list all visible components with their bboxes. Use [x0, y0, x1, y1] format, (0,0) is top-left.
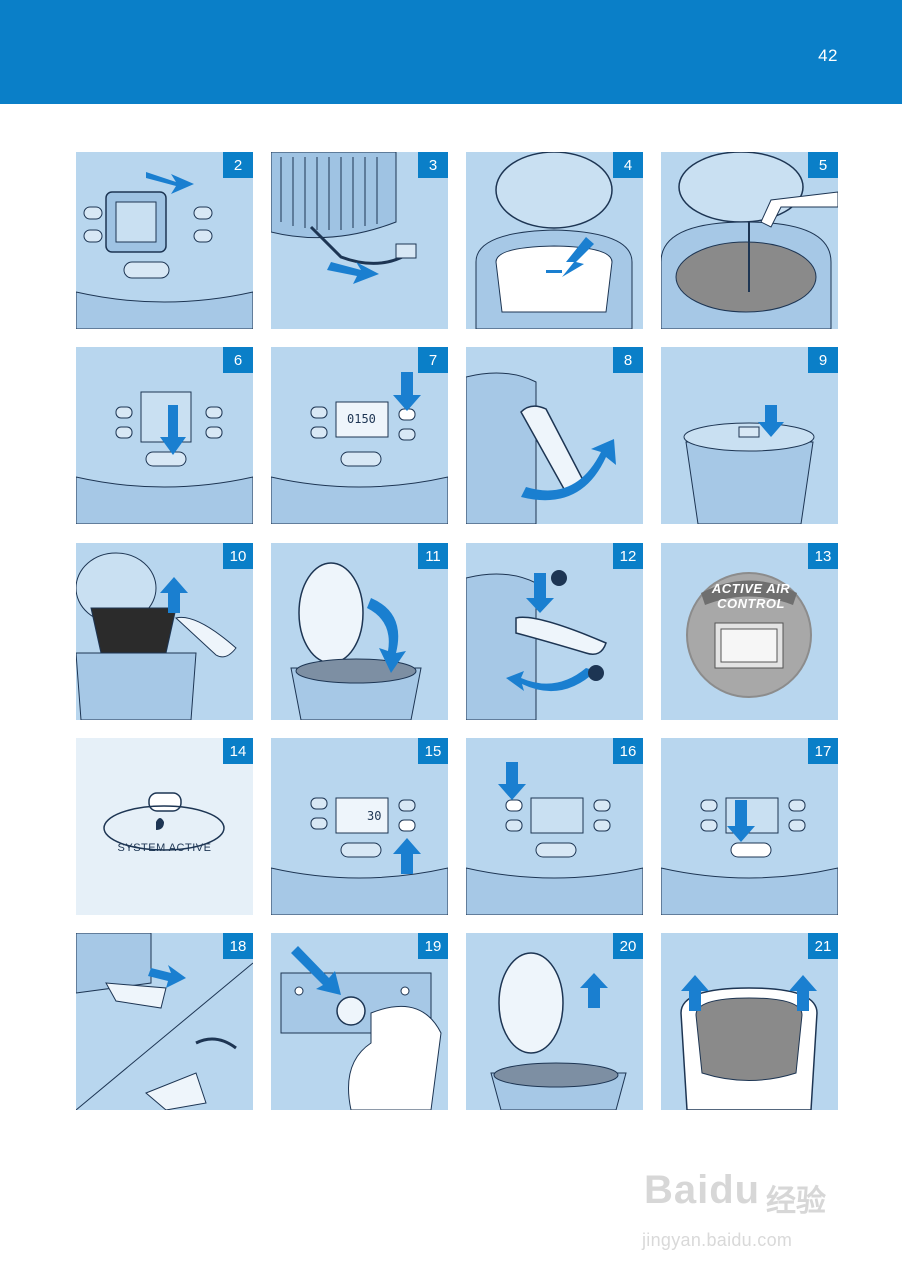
step-number: 20 — [613, 933, 643, 959]
step-number: 10 — [223, 543, 253, 569]
step-number: 8 — [613, 347, 643, 373]
page-header: 42 — [0, 0, 902, 104]
watermark-chinese: 经验 — [766, 1185, 826, 1218]
control-panel-illustration — [271, 738, 448, 915]
step-panel-21: 21 — [661, 933, 838, 1110]
step-panel-6: 6 — [76, 347, 253, 524]
step-panel-8: 8 — [466, 347, 643, 524]
handle-press-illustration — [466, 543, 643, 720]
step-panel-20: 20 — [466, 933, 643, 1110]
step-number: 14 — [223, 738, 253, 764]
control-panel-illustration — [271, 347, 448, 524]
step-panel-11: 11 — [271, 543, 448, 720]
badge-text: ACTIVE AIR CONTROL — [711, 581, 791, 611]
step-number: 19 — [418, 933, 448, 959]
step-panel-5: 5 — [661, 152, 838, 329]
step-number: 11 — [418, 543, 448, 569]
step-panel-9: 9 — [661, 347, 838, 524]
step-panel-16: 16 — [466, 738, 643, 915]
handle-lift-illustration — [466, 347, 643, 524]
control-panel-illustration — [661, 738, 838, 915]
reset-button-illustration — [271, 933, 448, 1110]
step-panel-10: 10 — [76, 543, 253, 720]
step-number: 5 — [808, 152, 838, 178]
control-panel-illustration — [466, 738, 643, 915]
step-number: 4 — [613, 152, 643, 178]
control-panel-illustration — [76, 347, 253, 524]
step-panel-15: 30 15 — [271, 738, 448, 915]
step-number: 2 — [223, 152, 253, 178]
lid-remove-illustration — [466, 933, 643, 1110]
step-number: 6 — [223, 347, 253, 373]
page-number: 42 — [818, 46, 838, 65]
active-air-control-badge — [661, 543, 838, 720]
step-number: 18 — [223, 933, 253, 959]
basket-lift-illustration — [76, 543, 253, 720]
step-number: 15 — [418, 738, 448, 764]
step-panel-13: ACTIVE AIR CONTROL 13 — [661, 543, 838, 720]
step-panel-12: 12 — [466, 543, 643, 720]
close-lid-illustration — [661, 347, 838, 524]
step-number: 7 — [418, 347, 448, 373]
step-panel-3: 3 — [271, 152, 448, 329]
step-number: 17 — [808, 738, 838, 764]
control-panel-illustration — [76, 152, 253, 329]
oil-check-illustration — [661, 152, 838, 329]
drain-oil-illustration — [76, 933, 253, 1110]
step-number: 3 — [418, 152, 448, 178]
system-active-label: SYSTEM ACTIVE — [117, 842, 212, 854]
step-panel-18: 18 — [76, 933, 253, 1110]
step-number: 21 — [808, 933, 838, 959]
step-number: 16 — [613, 738, 643, 764]
container-remove-illustration — [661, 933, 838, 1110]
step-panel-7: 0150 7 — [271, 347, 448, 524]
lid-close-illustration — [271, 543, 448, 720]
step-panel-4: 4 — [466, 152, 643, 329]
watermark-brand: Baidu — [644, 1168, 761, 1212]
watermark-url: jingyan.baidu.com — [642, 1230, 793, 1250]
step-panel-2: 2 — [76, 152, 253, 329]
step-panel-14: SYSTEM ACTIVE 14 — [76, 738, 253, 915]
baidu-watermark: Baidu 经验 jingyan.baidu.com — [634, 1148, 854, 1278]
step-panel-17: 17 — [661, 738, 838, 915]
step-panel-19: 19 — [271, 933, 448, 1110]
fryer-cord-illustration — [271, 152, 448, 329]
system-active-symbol — [76, 738, 253, 915]
step-number: 12 — [613, 543, 643, 569]
open-lid-illustration — [466, 152, 643, 329]
timer-display: 0150 — [347, 412, 376, 426]
step-number: 9 — [808, 347, 838, 373]
step-number: 13 — [808, 543, 838, 569]
timer-display: 30 — [367, 809, 382, 823]
